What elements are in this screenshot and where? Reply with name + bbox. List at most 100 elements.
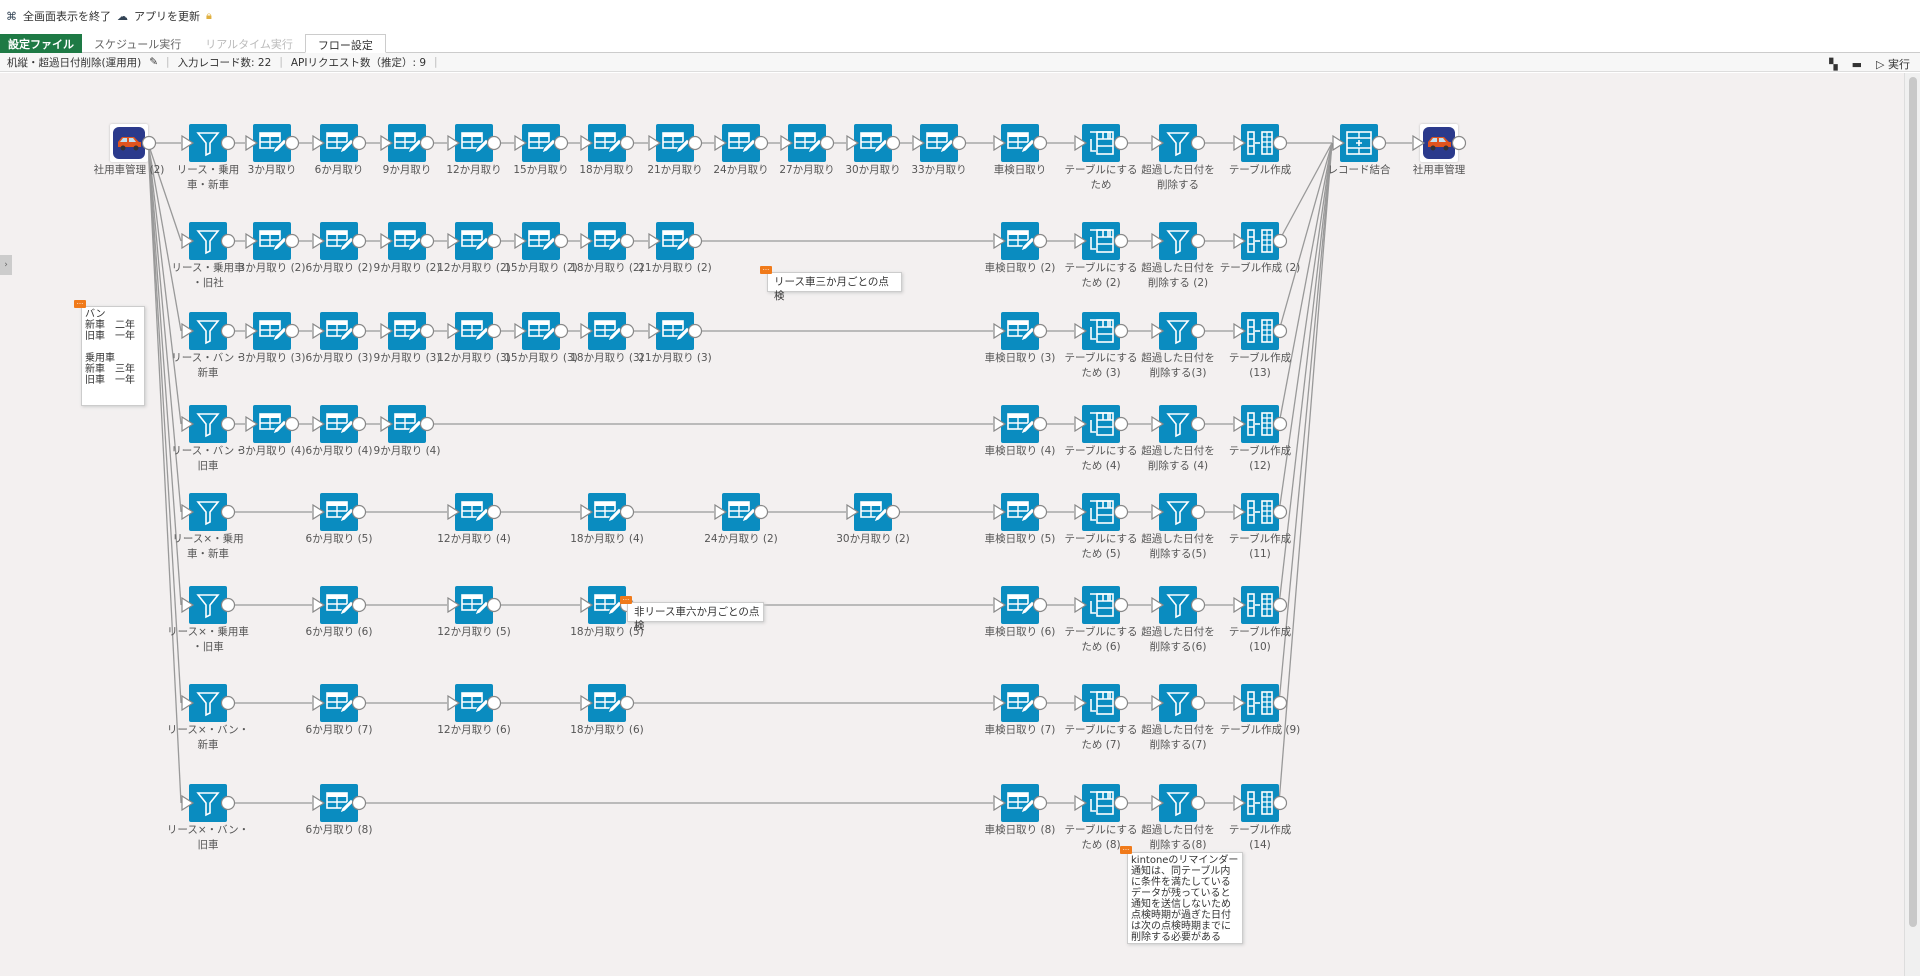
create-node[interactable] (1241, 493, 1279, 531)
output-port[interactable] (619, 323, 635, 339)
output-port[interactable] (284, 233, 300, 249)
output-port[interactable] (687, 135, 703, 151)
pivot-node[interactable] (1082, 784, 1120, 822)
output-port[interactable] (419, 416, 435, 432)
input-port[interactable] (1151, 504, 1165, 520)
input-port[interactable] (993, 597, 1007, 613)
output-port[interactable] (1032, 135, 1048, 151)
filter-node[interactable] (1159, 684, 1197, 722)
output-port[interactable] (951, 135, 967, 151)
output-port[interactable] (687, 233, 703, 249)
input-port[interactable] (1151, 323, 1165, 339)
pivot-node[interactable] (1082, 312, 1120, 350)
filter-node[interactable] (1159, 124, 1197, 162)
input-port[interactable] (514, 233, 528, 249)
filter-node[interactable] (189, 684, 227, 722)
input-port[interactable] (245, 233, 259, 249)
output-port[interactable] (885, 135, 901, 151)
pivot-node[interactable] (1082, 586, 1120, 624)
input-port[interactable] (181, 504, 195, 520)
input-port[interactable] (1233, 504, 1247, 520)
output-port[interactable] (486, 135, 502, 151)
input-port[interactable] (580, 504, 594, 520)
output-port[interactable] (351, 504, 367, 520)
input-port[interactable] (993, 416, 1007, 432)
output-port[interactable] (1113, 504, 1129, 520)
filter-node[interactable] (189, 222, 227, 260)
pivot-node[interactable] (1082, 405, 1120, 443)
output-port[interactable] (1032, 504, 1048, 520)
input-port[interactable] (447, 323, 461, 339)
input-port[interactable] (312, 416, 326, 432)
input-port[interactable] (580, 323, 594, 339)
output-port[interactable] (753, 135, 769, 151)
input-port[interactable] (380, 323, 394, 339)
edit-node[interactable] (656, 124, 694, 162)
edit-node[interactable] (854, 124, 892, 162)
comment-icon[interactable]: ... (74, 299, 86, 308)
edit-node[interactable] (1001, 312, 1039, 350)
input-port[interactable] (993, 135, 1007, 151)
edit-node[interactable] (656, 222, 694, 260)
edit-node[interactable] (1001, 124, 1039, 162)
input-port[interactable] (993, 233, 1007, 249)
output-port[interactable] (1032, 795, 1048, 811)
output-port[interactable] (284, 323, 300, 339)
input-port[interactable] (447, 597, 461, 613)
input-port[interactable] (1233, 323, 1247, 339)
comment-note[interactable]: 非リース車六か月ごとの点検 (627, 602, 764, 632)
filter-node[interactable] (189, 312, 227, 350)
output-port[interactable] (351, 795, 367, 811)
edit-node[interactable] (388, 312, 426, 350)
input-port[interactable] (181, 795, 195, 811)
input-port[interactable] (1074, 416, 1088, 432)
output-port[interactable] (1113, 135, 1129, 151)
output-port[interactable] (1032, 695, 1048, 711)
output-port[interactable] (1190, 323, 1206, 339)
output-port[interactable] (1190, 416, 1206, 432)
merge-records-node[interactable] (1340, 124, 1378, 162)
filter-node[interactable] (1159, 312, 1197, 350)
input-port[interactable] (846, 504, 860, 520)
input-port[interactable] (648, 135, 662, 151)
create-node[interactable] (1241, 784, 1279, 822)
output-port[interactable] (553, 323, 569, 339)
edit-node[interactable] (588, 684, 626, 722)
edit-node[interactable] (320, 586, 358, 624)
edit-node[interactable] (320, 222, 358, 260)
input-port[interactable] (1151, 695, 1165, 711)
exit-fullscreen-button[interactable]: 全画面表示を終了 (23, 10, 111, 23)
source-node[interactable] (110, 124, 148, 162)
output-port[interactable] (1272, 416, 1288, 432)
output-port[interactable] (1113, 795, 1129, 811)
output-port[interactable] (1272, 233, 1288, 249)
edit-icon[interactable]: ✎ (149, 56, 159, 68)
input-port[interactable] (312, 135, 326, 151)
output-port[interactable] (1272, 504, 1288, 520)
input-port[interactable] (447, 135, 461, 151)
input-port[interactable] (312, 597, 326, 613)
output-port[interactable] (220, 323, 236, 339)
edit-node[interactable] (455, 312, 493, 350)
comment-note[interactable]: kintoneのリマインダー通知は、同テーブル内に条件を満たしているデータが残っ… (1127, 852, 1243, 944)
output-port[interactable] (284, 416, 300, 432)
input-port[interactable] (993, 504, 1007, 520)
edit-node[interactable] (588, 222, 626, 260)
edit-node[interactable] (1001, 222, 1039, 260)
output-port[interactable] (419, 323, 435, 339)
edit-node[interactable] (588, 312, 626, 350)
input-port[interactable] (1074, 504, 1088, 520)
output-port[interactable] (1190, 795, 1206, 811)
filter-node[interactable] (1159, 784, 1197, 822)
input-port[interactable] (1151, 135, 1165, 151)
run-button[interactable]: ▷ 実行 (1876, 58, 1910, 71)
input-port[interactable] (1074, 233, 1088, 249)
exit-fullscreen-icon[interactable]: ⌘ (6, 9, 17, 23)
input-port[interactable] (181, 135, 195, 151)
edit-node[interactable] (253, 405, 291, 443)
output-port[interactable] (220, 416, 236, 432)
update-app-button[interactable]: アプリを更新 (134, 10, 200, 23)
output-port[interactable] (220, 695, 236, 711)
edit-node[interactable] (253, 222, 291, 260)
